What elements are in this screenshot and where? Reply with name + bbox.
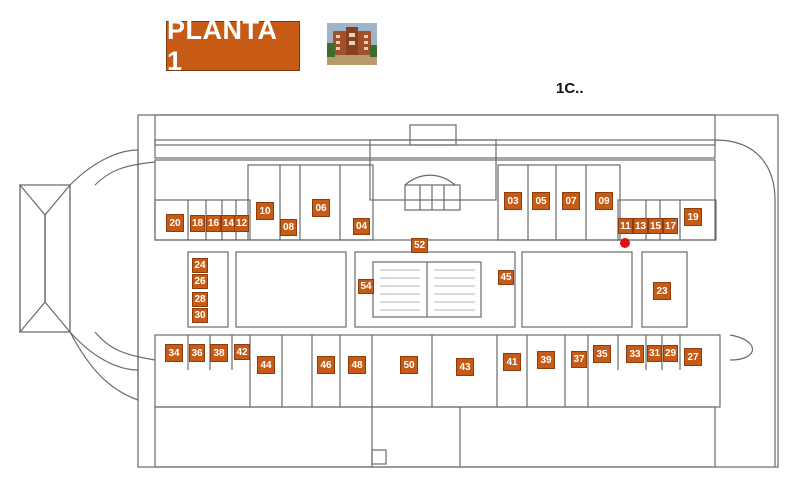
location-marker-icon: [620, 238, 630, 248]
room-label[interactable]: 43: [456, 358, 474, 376]
room-label[interactable]: 34: [165, 344, 183, 362]
room-label[interactable]: 42: [234, 344, 250, 360]
room-label[interactable]: 23: [653, 282, 671, 300]
room-label[interactable]: 41: [503, 353, 521, 371]
building-photo-icon: [327, 23, 377, 65]
room-label[interactable]: 52: [411, 238, 428, 253]
room-label[interactable]: 35: [593, 345, 611, 363]
room-label[interactable]: 38: [210, 344, 228, 362]
room-label[interactable]: 08: [280, 219, 297, 236]
room-label[interactable]: 37: [571, 351, 587, 368]
floor-title-badge: PLANTA 1: [166, 15, 300, 76]
room-label[interactable]: 06: [312, 199, 330, 217]
zone-label: 1C..: [556, 80, 584, 97]
room-label[interactable]: 28: [192, 292, 208, 307]
room-label[interactable]: 31: [647, 345, 662, 362]
room-label[interactable]: 46: [317, 356, 335, 374]
room-label[interactable]: 45: [498, 270, 514, 285]
room-label[interactable]: 10: [256, 202, 274, 220]
room-label[interactable]: 30: [192, 308, 208, 323]
room-label[interactable]: 09: [595, 192, 613, 210]
room-label[interactable]: 50: [400, 356, 418, 374]
room-label[interactable]: 05: [532, 192, 550, 210]
room-label[interactable]: 04: [353, 218, 370, 235]
room-label[interactable]: 26: [192, 274, 208, 289]
room-label[interactable]: 14: [221, 215, 236, 232]
room-label[interactable]: 17: [663, 218, 678, 234]
room-label[interactable]: 15: [648, 218, 663, 234]
room-label[interactable]: 03: [504, 192, 522, 210]
room-label[interactable]: 44: [257, 356, 275, 374]
room-label[interactable]: 27: [684, 348, 702, 366]
room-label[interactable]: 39: [537, 351, 555, 369]
room-label[interactable]: 20: [166, 214, 184, 232]
room-label[interactable]: 19: [684, 208, 702, 226]
room-label[interactable]: 48: [348, 356, 366, 374]
room-label[interactable]: 33: [626, 345, 644, 363]
floor-title: PLANTA 1: [167, 15, 277, 76]
room-label[interactable]: 07: [562, 192, 580, 210]
room-label[interactable]: 11: [618, 218, 633, 234]
room-label[interactable]: 18: [190, 215, 205, 232]
room-label[interactable]: 12: [234, 215, 249, 232]
room-label[interactable]: 13: [633, 218, 648, 234]
room-label[interactable]: 24: [192, 258, 208, 273]
room-label[interactable]: 16: [206, 215, 221, 232]
room-label[interactable]: 36: [189, 344, 205, 362]
room-label[interactable]: 54: [358, 279, 374, 294]
room-label[interactable]: 29: [663, 345, 678, 362]
